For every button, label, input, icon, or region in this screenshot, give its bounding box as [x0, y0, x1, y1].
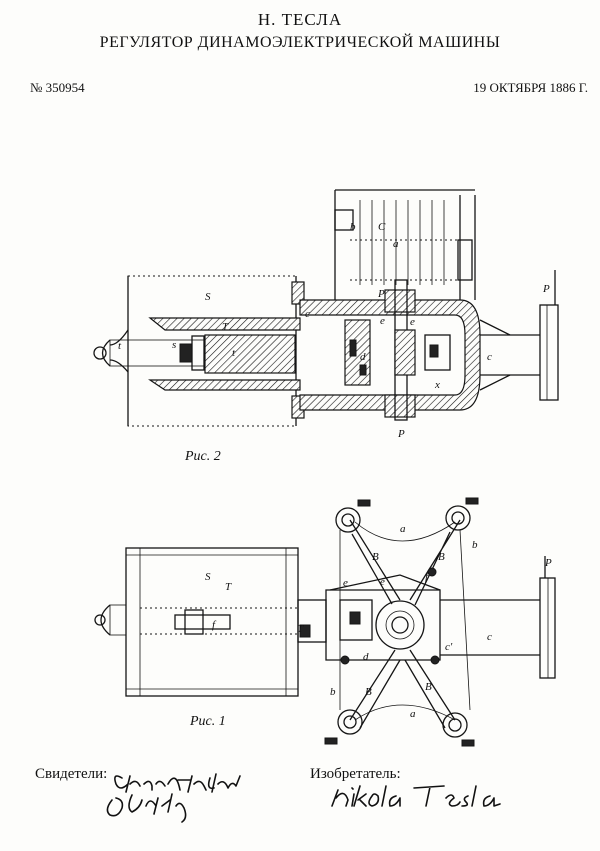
svg-text:b: b — [350, 221, 356, 233]
svg-text:a: a — [400, 523, 406, 535]
svg-text:s: s — [172, 339, 176, 351]
svg-text:T: T — [225, 581, 232, 593]
svg-text:P: P — [542, 283, 550, 295]
svg-text:e: e — [410, 316, 415, 328]
svg-text:e: e — [380, 315, 385, 327]
svg-text:b: b — [472, 539, 478, 551]
figure-2-drawing: S T t s t c P e e d a C b x c P P — [93, 189, 559, 440]
svg-text:t: t — [232, 347, 236, 359]
svg-text:B: B — [438, 551, 445, 563]
svg-text:c: c — [487, 351, 492, 363]
svg-text:d: d — [360, 351, 366, 363]
svg-text:b: b — [330, 686, 336, 698]
svg-text:T: T — [297, 623, 304, 635]
svg-text:C: C — [378, 221, 386, 233]
svg-text:x: x — [434, 379, 440, 391]
svg-text:a: a — [410, 708, 416, 720]
svg-text:c': c' — [445, 641, 453, 653]
svg-text:B: B — [372, 551, 379, 563]
svg-text:T: T — [222, 321, 229, 333]
inventor-name: Н. ТЕСЛА — [257, 10, 343, 29]
patent-date: 19 ОКТЯБРЯ 1886 Г. — [473, 80, 588, 95]
svg-text:P: P — [544, 557, 552, 569]
patent-number: № 350954 — [30, 80, 85, 95]
witness-signatures — [106, 773, 241, 823]
svg-text:t: t — [118, 340, 122, 352]
figure-1-drawing: S T f T a B B b e e f d c' c b B B a P — [94, 497, 556, 747]
svg-text:P: P — [397, 428, 405, 440]
svg-text:B: B — [425, 681, 432, 693]
witnesses-label: Свидетели: — [35, 766, 108, 782]
svg-text:e: e — [343, 577, 348, 589]
svg-text:P: P — [377, 288, 385, 300]
svg-text:c: c — [305, 308, 310, 320]
svg-text:S: S — [205, 291, 211, 303]
figure-1-caption: Рис. 1 — [190, 714, 226, 729]
svg-text:S: S — [205, 571, 211, 583]
svg-text:a: a — [393, 238, 399, 250]
svg-text:c: c — [487, 631, 492, 643]
inventor-signature — [331, 785, 501, 807]
inventor-label: Изобретатель: — [310, 766, 401, 782]
svg-text:B: B — [365, 686, 372, 698]
svg-text:f: f — [425, 571, 430, 583]
patent-title: РЕГУЛЯТОР ДИНАМОЭЛЕКТРИЧЕСКОЙ МАШИНЫ — [99, 34, 501, 51]
svg-text:e: e — [380, 576, 385, 588]
svg-text:d: d — [363, 651, 369, 663]
svg-text:f: f — [212, 619, 217, 631]
figure-2-caption: Рис. 2 — [185, 449, 221, 464]
